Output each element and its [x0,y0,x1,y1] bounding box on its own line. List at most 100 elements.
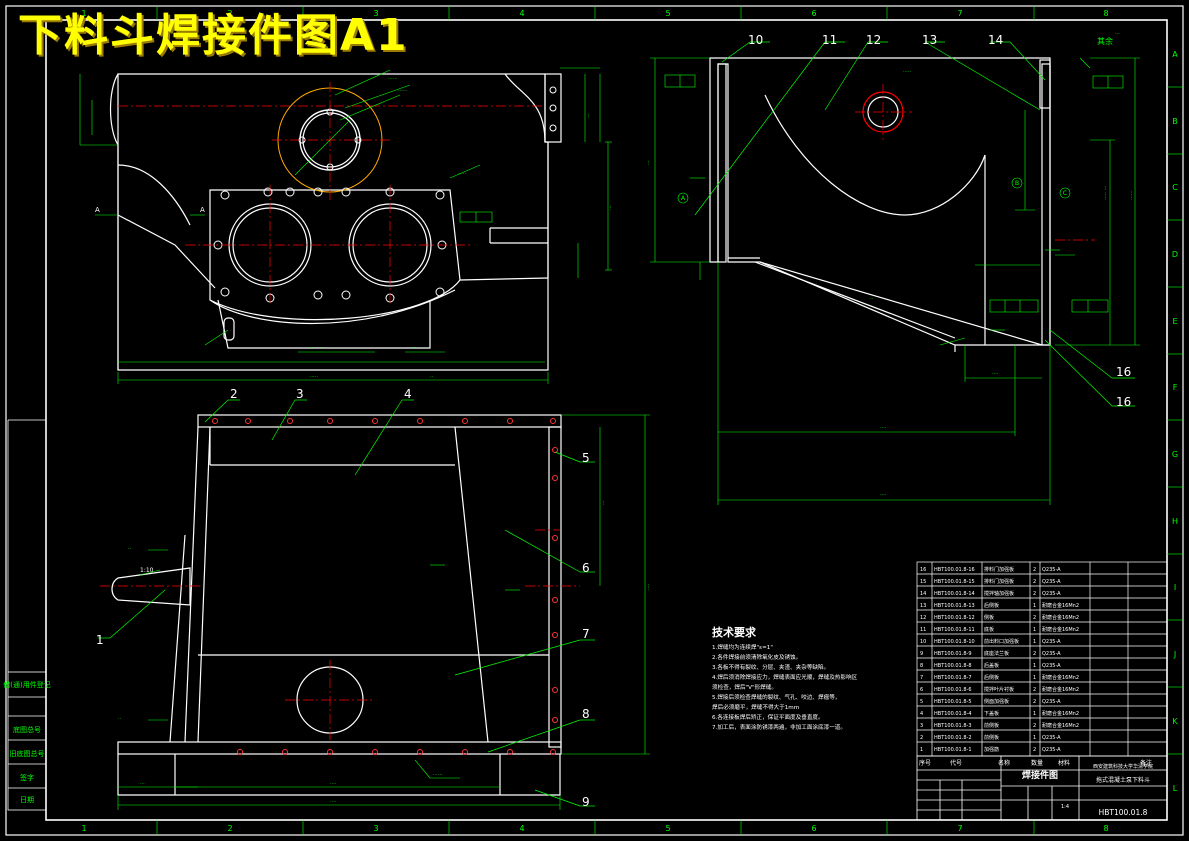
zone-right-A: A [1172,50,1178,59]
top-view-dimensions [117,414,650,810]
bom-cell: 2 [1033,747,1036,753]
svg-text:···: ··· [412,345,417,351]
title-block-grid [916,755,1168,821]
side-label-sign: 签字 [20,773,34,782]
bom-cell: HBT100.01.8-13 [934,603,975,609]
balloon-10: 10 [748,33,763,47]
svg-text:··: ·· [118,716,122,722]
bom-cell: HBT100.01.8-1 [934,747,972,753]
bom-cell: Q235-A [1042,663,1061,669]
svg-text:······: ······ [433,772,443,778]
zone-right-F: F [1173,383,1178,392]
svg-text:··: ·· [430,374,434,380]
section-mark-left: A [95,206,100,214]
zone-right-G: G [1172,450,1178,459]
front-view-centerlines [118,82,545,305]
front-view-dim-labels: ······· ··· · ······ ··· ··· ····· ·····… [310,76,614,380]
zone-bottom-6: 6 [811,824,816,833]
top-view-outline [111,414,562,796]
bom-cell: 2 [1033,615,1036,621]
balloon-16a: 16 [1116,365,1131,379]
svg-text:··: ·· [870,296,874,302]
bom-cell: 12 [920,615,926,621]
side-register-box [7,419,47,811]
zone-right-I: I [1174,583,1176,592]
balloon-4: 4 [404,387,412,401]
side-view-dim-labels: ············ ··· ····· ··· ······ ······… [646,31,1135,498]
bom-cell: 后侧板 [984,674,999,681]
svg-text:····· ···: ····· ··· [1103,185,1109,200]
svg-text:···: ··· [601,500,607,505]
bom-cell: HBT100.01.8-3 [934,723,972,729]
zone-labels: 1 2 3 4 5 6 7 8 1 2 3 4 5 6 7 8 A B C D … [81,9,1178,833]
bom-cell: HBT100.01.8-5 [934,699,972,705]
tech-line: 3.各板不得有裂纹、分层、夹渣、夹杂等缺陷。 [712,663,829,671]
bom-cell: HBT100.01.8-15 [934,579,975,585]
zone-bottom-2: 2 [227,824,232,833]
top-view-bolt-holes [212,418,558,755]
bom-header-material: 材料 [1058,759,1070,767]
bom-cell: Q235-A [1042,699,1061,705]
zone-bottom-7: 7 [957,824,962,833]
side-label-register: 借(通)用件登记 [3,680,50,689]
bom-cell: 耐磨合金16Mn2 [1042,710,1079,717]
side-label-old-no: 旧底图总号 [10,749,45,758]
title-block-school: 西安建筑科技大学华清学院 [1093,763,1153,770]
zone-right-J: J [1173,650,1176,659]
side-register-labels: 借(通)用件登记 旧底图总号 底图总号 签字 日期 [3,680,50,804]
balloon-8: 8 [582,707,590,721]
side-view-centerlines [855,84,1095,241]
bom-cell: HBT100.01.8-9 [934,651,972,657]
zone-top-7: 7 [957,9,962,18]
svg-text:····: ···· [330,781,337,787]
tech-line: 4.焊后须消除焊接应力，焊缝表面应光顺，焊缝及热影响区 [712,673,858,681]
bom-cell: 耐磨合金16Mn2 [1042,602,1079,609]
bom-cell: 耐磨合金16Mn2 [1042,674,1079,681]
bom-cell: HBT100.01.8-2 [934,735,972,741]
bom-header-no: 序号 [919,759,931,767]
top-view-centerlines [100,529,580,740]
bom-cell: HBT100.01.8-4 [934,711,972,717]
zone-top-8: 8 [1103,9,1108,18]
zone-bottom-3: 3 [373,824,378,833]
tech-line: 2.各件焊接前须清除氧化皮及锈蚀。 [712,653,801,661]
bom-header-code: 代号 [950,759,962,767]
side-label-base-no: 底图总号 [13,725,41,734]
bom-cell: 前侧板 [984,734,999,741]
zone-bottom-1: 1 [81,824,86,833]
balloon-16b: 16 [1116,395,1131,409]
zone-right-L: L [1173,784,1178,793]
zone-right-E: E [1172,317,1177,326]
bom-cell: 前侧板 [984,722,999,729]
datum-a: A [681,195,686,202]
bom-cell: 耐磨合金16Mn2 [1042,686,1079,693]
bom-cell: Q235-A [1042,747,1061,753]
bom-cell: 2 [1033,723,1036,729]
bom-cell: Q235-A [1042,735,1061,741]
tech-requirements: 技术要求 1.焊缝均为连续焊"ε=1" 2.各件焊接前须清除氧化皮及锈蚀。 3.… [712,625,858,731]
bom-cell: 2 [1033,651,1036,657]
side-label-date: 日期 [20,796,34,804]
bom-cell: 排料门加强板 [984,578,1014,585]
bom-cell: 14 [920,591,926,597]
svg-text:·····: ····· [903,69,911,75]
bom-grid [916,561,1168,757]
bom-header-name: 名称 [998,759,1010,767]
bom-cell: 1 [1033,735,1036,741]
svg-text:·····: ····· [458,171,466,177]
bom-cell: 2 [1033,687,1036,693]
zone-right-H: H [1172,517,1178,526]
bom-cell: 4 [920,711,923,717]
bom-cell: 搅拌轴加强板 [984,590,1014,597]
balloon-13: 13 [922,33,937,47]
bom-cell: HBT100.01.8-14 [934,591,975,597]
svg-text:·····: ····· [310,374,318,380]
side-view-outline [709,57,1051,352]
tech-line: 5.焊接后须检查焊缝的裂纹、气孔、咬边、焊瘤等， [712,693,840,701]
title-block-product: 拖式混凝土泵下料斗 [1096,776,1150,784]
bom-cell: Q235-A [1042,639,1061,645]
taper-note: 1:10 [140,567,154,574]
bom-cell: 2 [920,735,923,741]
tech-line: 焊后必须磨平，焊缝不得大于1mm [712,703,799,711]
